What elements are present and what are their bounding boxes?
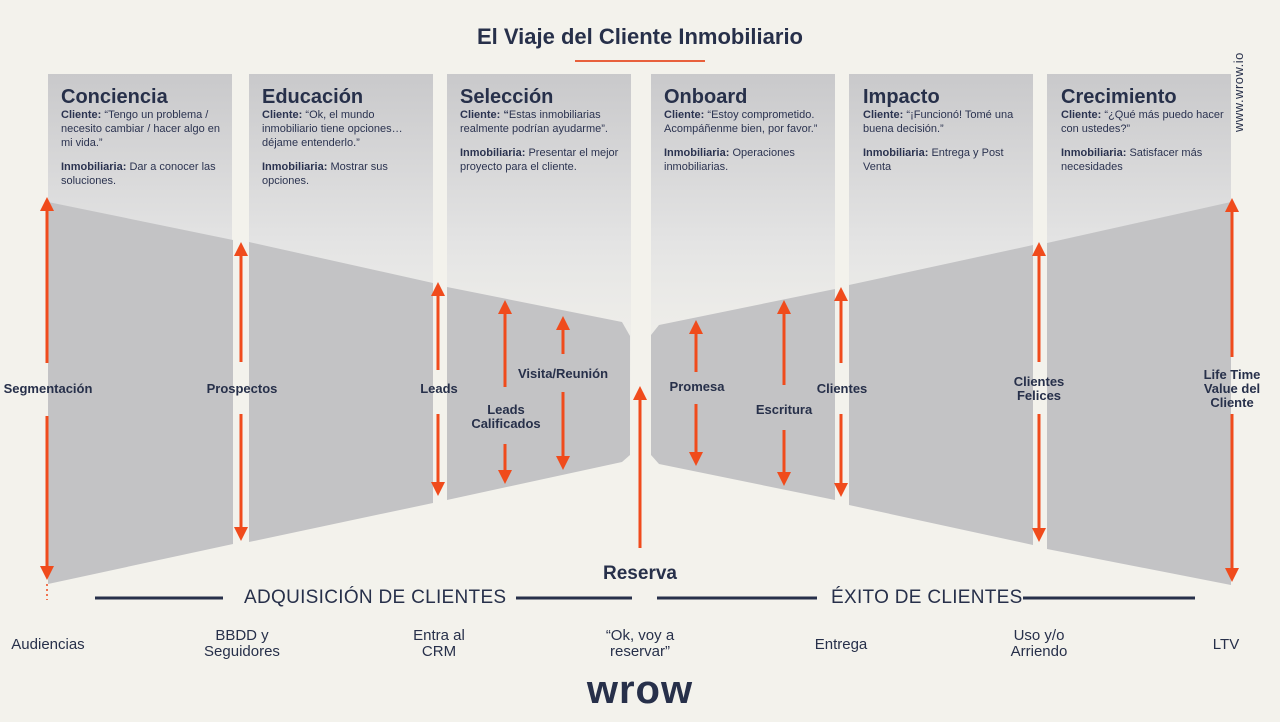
stage-title: Onboard	[664, 86, 748, 108]
stage-title: Educación	[262, 86, 364, 108]
stage-impacto: Impacto Cliente: “¡Funcionó! Tomé una bu…	[863, 86, 1033, 174]
funnel-segment	[48, 202, 233, 584]
stage-cliente: Cliente: “Tengo un problema / necesito c…	[61, 109, 220, 149]
stage-onboard: Onboard Cliente: “Estoy comprometido. Ac…	[664, 86, 834, 174]
stage-cliente: Cliente: “¿Qué más puedo hacer con usted…	[1061, 109, 1224, 135]
arrow-head	[633, 386, 647, 400]
metric-leads: Leads	[420, 381, 458, 396]
metric-leads-calificados: Leads Calificados	[471, 402, 541, 431]
funnel-segment	[447, 287, 630, 500]
stage-title: Crecimiento	[1061, 86, 1177, 108]
arrow-head	[498, 470, 512, 484]
bottom-label-ltv: LTV	[1212, 636, 1240, 653]
bottom-label-uso: Uso y/o Arriendo	[1010, 627, 1068, 660]
arrow-head	[777, 472, 791, 486]
stage-inmobiliaria: Inmobiliaria: Dar a conocer las solucion…	[61, 161, 216, 187]
arrow-head	[498, 300, 512, 314]
side-brand: www.wrow.io	[1231, 52, 1251, 142]
arrow-head	[40, 197, 54, 211]
stage-inmobiliaria: Inmobiliaria: Satisfacer más necesidades	[1061, 147, 1203, 173]
arrow-head	[40, 566, 54, 580]
stage-educacion: Educación Cliente: “Ok, el mundo inmobil…	[262, 86, 432, 188]
arrow-head	[556, 456, 570, 470]
metric-clientes-felices: Clientes Felices	[1013, 374, 1065, 403]
metric-promesa: Promesa	[669, 379, 725, 394]
stage-inmobiliaria: Inmobiliaria: Entrega y Post Venta	[863, 147, 1004, 173]
bottom-label-entrega: Entrega	[814, 636, 868, 653]
metric-prospectos: Prospectos	[206, 381, 278, 396]
metric-escritura: Escritura	[755, 402, 813, 417]
stage-cliente: Cliente: “Estoy comprometido. Acompáñenm…	[664, 109, 818, 135]
stage-conciencia: Conciencia Cliente: “Tengo un problema /…	[61, 86, 231, 188]
funnel-segment	[249, 242, 433, 542]
arrow-head	[1225, 568, 1239, 582]
stage-inmobiliaria: Inmobiliaria: Presentar el mejor proyect…	[460, 147, 619, 173]
arrow-head	[777, 300, 791, 314]
stage-title: Selección	[460, 86, 554, 108]
page-title: El Viaje del Cliente Inmobiliario	[476, 24, 803, 49]
funnel-segment	[849, 245, 1033, 545]
title-underline	[575, 60, 705, 62]
stage-title: Impacto	[863, 86, 940, 108]
stage-title: Conciencia	[61, 86, 168, 108]
stage-inmobiliaria: Inmobiliaria: Mostrar sus opciones.	[262, 161, 388, 187]
arrow-head	[1225, 198, 1239, 212]
center-label-reserva: Reserva	[603, 563, 677, 584]
stage-cliente: Cliente: “Ok, el mundo inmobiliario tien…	[262, 109, 403, 149]
bottom-label-bbdd: BBDD y Seguidores	[204, 627, 280, 660]
section-exito: ÉXITO DE CLIENTES	[831, 587, 1023, 608]
arrow-head	[234, 527, 248, 541]
stage-seleccion: Selección Cliente: “Estas inmobiliarias …	[460, 86, 630, 174]
side-brand-text: www.wrow.io	[1231, 52, 1246, 132]
arrow-head	[1032, 528, 1046, 542]
arrow-head	[834, 483, 848, 497]
arrow-head	[431, 282, 445, 296]
stage-cliente: Cliente: “Estas inmobiliarias realmente …	[460, 109, 608, 135]
arrow-head	[689, 452, 703, 466]
arrow-head	[689, 320, 703, 334]
stage-inmobiliaria: Inmobiliaria: Operaciones inmobiliarias.	[664, 147, 795, 173]
metric-segmentacion: Segmentación	[3, 381, 93, 396]
wrow-logo: wrow	[586, 668, 694, 712]
metric-ltv: Life Time Value del Cliente	[1203, 367, 1261, 410]
arrow-head	[556, 316, 570, 330]
bottom-label-audiencias: Audiencias	[11, 636, 85, 653]
bottom-label-reservar: “Ok, voy a reservar”	[605, 627, 675, 660]
section-adquisicion: ADQUISICIÓN DE CLIENTES	[244, 587, 507, 608]
stage-cliente: Cliente: “¡Funcionó! Tomé una buena deci…	[863, 109, 1014, 135]
arrow-head	[234, 242, 248, 256]
arrow-head	[834, 287, 848, 301]
metric-clientes: Clientes	[816, 381, 868, 396]
arrow-head	[431, 482, 445, 496]
arrow-head	[1032, 242, 1046, 256]
funnel-segment	[1047, 202, 1231, 585]
metric-visita-reunion: Visita/Reunión	[517, 366, 609, 381]
bottom-label-crm: Entra al CRM	[413, 627, 465, 660]
stage-crecimiento: Crecimiento Cliente: “¿Qué más puedo hac…	[1061, 86, 1231, 174]
